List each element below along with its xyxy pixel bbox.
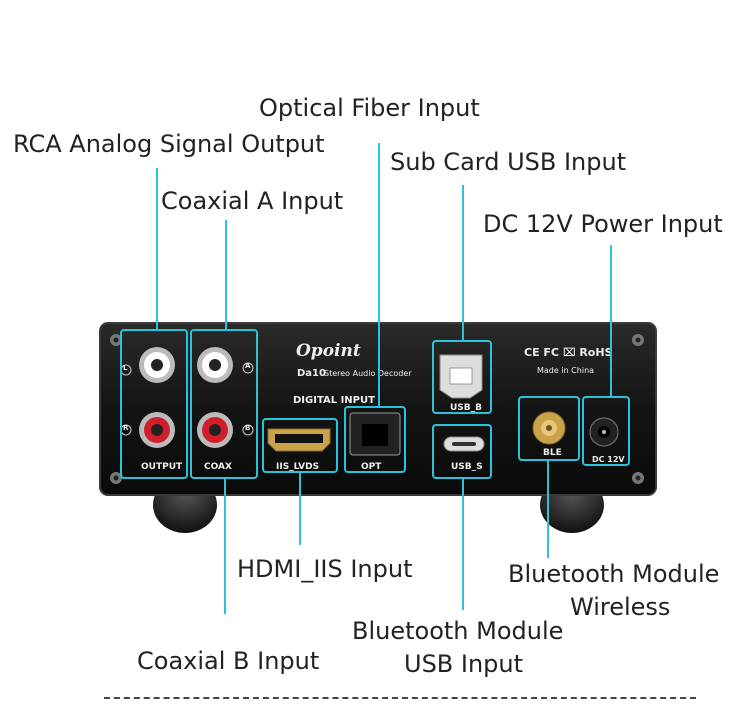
rca-analog-output-label: RCA Analog Signal Output (13, 130, 325, 158)
bt-wireless-leader (547, 460, 549, 558)
bluetooth-usb-label-line1: Bluetooth Module (352, 617, 564, 645)
bt-usb-leader (462, 478, 464, 610)
coaxial-b-input-label: Coaxial B Input (137, 647, 320, 675)
coax-highlight (190, 329, 258, 479)
optical-port (349, 412, 401, 456)
dc-12v-power-input-label: DC 12V Power Input (483, 210, 723, 238)
ble-highlight (518, 396, 580, 461)
optical-fiber-input-label: Optical Fiber Input (259, 94, 480, 122)
usb-b-highlight (432, 340, 492, 414)
bluetooth-usb-label-line2: USB Input (404, 650, 524, 678)
coaxial-a-input-label: Coaxial A Input (161, 187, 344, 215)
dc-leader (610, 245, 612, 397)
optical-highlight (344, 406, 406, 473)
mark-l: L (123, 364, 128, 372)
hdmi-highlight (262, 418, 338, 473)
model-name: Da10 (297, 368, 326, 379)
rca-output-left-jack (139, 347, 175, 383)
coax-a-jack (197, 347, 233, 383)
opt-label: OPT (361, 462, 382, 472)
rca-leader (156, 168, 158, 330)
usb-c-port (443, 436, 485, 452)
ble-antenna-connector (532, 411, 566, 445)
sub-card-usb-input-label: Sub Card USB Input (390, 148, 627, 176)
mark-b: B (245, 424, 251, 432)
coax-label: COAX (204, 462, 232, 472)
digital-input-label: DIGITAL INPUT (293, 395, 375, 406)
usb-b-label: USB_B (450, 403, 483, 413)
usb-c-highlight (432, 424, 492, 479)
coax-b-leader (224, 478, 226, 614)
ble-label: BLE (543, 448, 562, 458)
coax-a-leader (225, 220, 227, 330)
mark-r: R (123, 424, 129, 432)
output-label: OUTPUT (141, 462, 183, 472)
bluetooth-wireless-label-line1: Bluetooth Module (508, 560, 720, 588)
mark-a: A (245, 362, 251, 370)
hdmi-leader (299, 472, 301, 545)
dc-jack (589, 417, 619, 447)
sub-usb-leader (462, 185, 464, 341)
dc-highlight (582, 396, 630, 466)
certification-marks: CE FC ⌧ RoHS (524, 346, 613, 359)
iis-lvds-label: IIS_LVDS (276, 462, 320, 472)
bottom-divider (104, 697, 696, 699)
model-description: Stereo Audio Decoder (324, 369, 412, 378)
usb-b-port (439, 354, 483, 399)
bluetooth-wireless-label-line2: Wireless (570, 593, 671, 621)
rca-output-right-jack (139, 412, 175, 448)
made-in-label: Made in China (537, 366, 595, 375)
rca-output-highlight (120, 329, 188, 479)
hdmi-iis-input-label: HDMI_IIS Input (237, 555, 413, 583)
usb-s-label: USB_S (451, 462, 483, 472)
optical-leader (378, 143, 380, 407)
coax-b-jack (197, 412, 233, 448)
brand-logo: Opoint (296, 341, 361, 361)
dc-label: DC 12V (592, 455, 625, 464)
hdmi-port (267, 428, 331, 452)
